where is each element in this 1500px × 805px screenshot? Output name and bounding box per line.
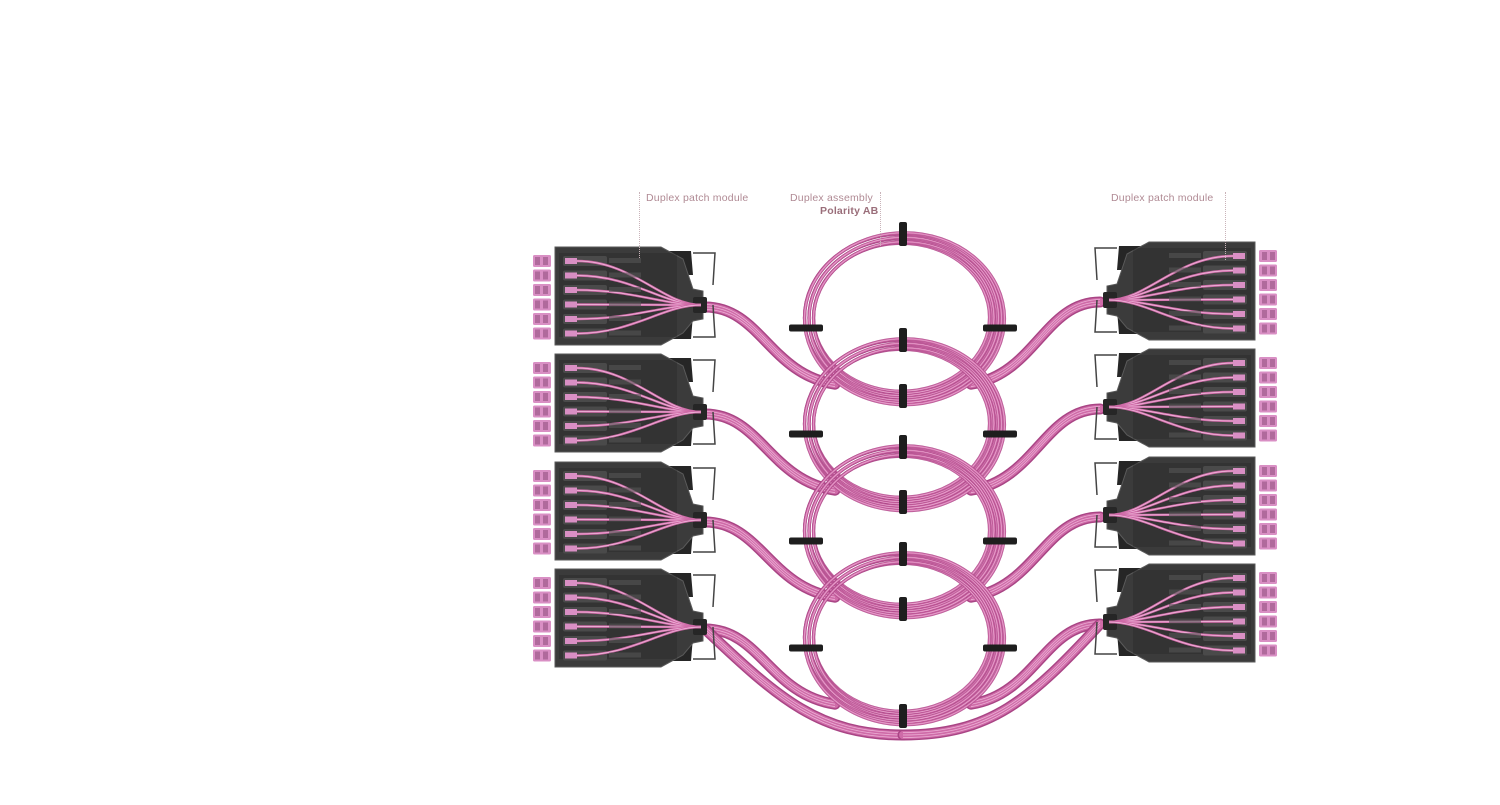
left-cable-bundle (699, 408, 841, 496)
right-cable-bundle (965, 403, 1106, 496)
left-module-label: Duplex patch module (646, 192, 749, 204)
cable-strap (789, 644, 823, 652)
duplex-patch-module-icon (1094, 563, 1277, 663)
coil-layer (789, 222, 1017, 728)
cable-strap (789, 537, 823, 545)
polarity-label: Polarity AB (820, 205, 879, 217)
duplex-patch-module-icon (533, 353, 716, 453)
duplex-assembly-coil-icon (789, 542, 1017, 728)
duplex-patch-module-icon (1094, 241, 1277, 341)
duplex-patch-module-icon (533, 461, 716, 561)
cable-strap (899, 222, 907, 246)
cable-strap (899, 384, 907, 408)
cable-strap (899, 597, 907, 621)
cable-strap (983, 430, 1017, 438)
cable-strap (899, 328, 907, 352)
duplex-patch-module-icon (533, 568, 716, 668)
right-module-label: Duplex patch module (1111, 192, 1214, 204)
cable-strap (789, 324, 823, 332)
duplex-assembly-coil-icon (789, 435, 1017, 621)
duplex-assembly-coil-icon (789, 222, 1017, 408)
duplex-patch-module-icon (533, 246, 716, 346)
right-cable-bundle (965, 618, 1106, 710)
duplex-patch-module-icon (1094, 348, 1277, 448)
left-cable-bundle (699, 301, 841, 390)
right-cable-bundle (897, 618, 1106, 741)
left-cable-bundle (699, 623, 841, 710)
cable-strap (789, 430, 823, 438)
right-cable-bundle (965, 511, 1106, 603)
cable-strap (899, 542, 907, 566)
left-cable-bundle (699, 516, 841, 603)
assembly-label: Duplex assembly (790, 192, 873, 204)
module-layer (533, 241, 1277, 668)
left-cable-bundle (699, 623, 909, 741)
assembly-leader (880, 192, 881, 246)
cable-strap (983, 324, 1017, 332)
cable-strap (899, 490, 907, 514)
cable-strap (899, 435, 907, 459)
cable-layer (699, 296, 1106, 741)
duplex-patch-module-icon (1094, 456, 1277, 556)
left-module-leader (639, 192, 640, 258)
duplex-assembly-coil-icon (789, 328, 1017, 514)
cable-strap (899, 704, 907, 728)
cable-strap (983, 537, 1017, 545)
cable-strap (983, 644, 1017, 652)
right-module-leader (1225, 192, 1226, 260)
